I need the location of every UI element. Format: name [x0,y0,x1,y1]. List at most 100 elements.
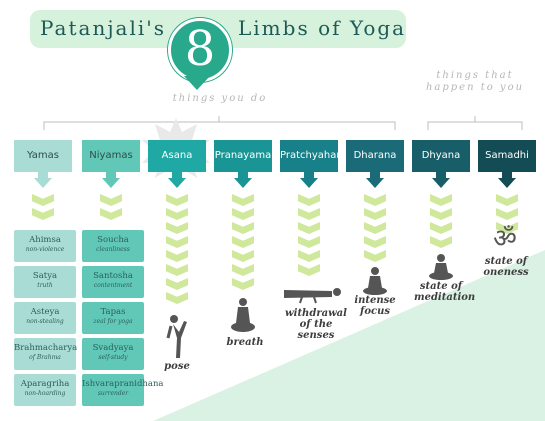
chevron-icon [100,194,122,206]
limb-header-yamas: Yamas [14,140,72,172]
yama-desc: of Brahma [29,354,61,361]
title-left: Patanjali's [40,16,167,40]
label-meditation: state of meditation [414,281,476,303]
limb-header-pranayama: Pranayama [214,140,272,172]
withdrawal-figure-icon [284,288,341,304]
chevron-icon [166,278,188,290]
chevron-icon [100,208,122,220]
yama-name: Aparagriha [20,379,70,389]
meditation-figure-icon [429,254,453,280]
chevron-icon [298,208,320,220]
chevron-icon [364,250,386,262]
limb-arrow-stem [370,172,380,178]
limb-arrow-head [300,178,318,188]
niyama-name: Svadyaya [92,343,134,353]
bracket-label-happen: things that happen to you [425,70,525,93]
limb-arrow-stem [106,172,116,178]
chevron-icon [430,236,452,248]
chevron-icon [430,222,452,234]
label-oneness: state of oneness [483,256,529,278]
chevron-icon [298,222,320,234]
chevron-icon [232,236,254,248]
niyama-desc: cleanliness [96,246,130,253]
label-pose: pose [164,361,190,372]
limb-arrow-head [366,178,384,188]
niyama-desc: zeal for yoga [93,318,133,325]
yama-desc: truth [37,282,53,289]
om-icon: ॐ [493,224,517,254]
chevron-icon [430,194,452,206]
chevron-icon [32,194,54,206]
limb-arrow-stem [502,172,512,178]
chevron-icon [364,236,386,248]
yama-name: Ahimsa [29,235,61,245]
limb-header-dharana: Dharana [346,140,404,172]
limb-header-niyamas: Niyamas [82,140,140,172]
limb-arrow-head [34,178,52,188]
yama-desc: non-violence [25,246,65,253]
yama-desc: non-hoarding [24,390,66,397]
limb-header-pratchyahara: Pratchyahara [280,140,347,172]
chevron-icon [298,194,320,206]
title-number-badge: 8 [168,18,232,82]
limb-arrow-head [234,178,252,188]
chevron-icon [166,236,188,248]
limb-arrow-head [432,178,450,188]
chevron-icon [298,250,320,262]
chevron-icon [232,278,254,290]
limb-arrow-stem [436,172,446,178]
chevron-icon [166,292,188,304]
bracket-label-do: things you do [172,93,268,104]
chevron-icon [298,264,320,276]
limb-arrow-stem [238,172,248,178]
label-focus: intense focus [354,295,396,317]
chevron-icon [166,208,188,220]
brackets [43,116,523,130]
chevron-icon [496,194,518,206]
chevron-icon [496,208,518,220]
badge-pointer [184,76,210,90]
limb-arrow-stem [172,172,182,178]
title-right: Limbs of Yoga [238,16,407,40]
chevron-icon [364,222,386,234]
niyama-desc: contentment [93,282,133,289]
chevron-icon [166,250,188,262]
chevron-icon [166,264,188,276]
chevron-icon [166,194,188,206]
chevron-icon [232,250,254,262]
chevron-icon [364,194,386,206]
chevron-icon [496,222,518,234]
yama-name: Satya [32,271,58,281]
chevron-icon [166,222,188,234]
chevron-icon [364,208,386,220]
niyama-name: Ishvarapranidhana [82,379,164,389]
chevron-icon [232,222,254,234]
yama-name: Asteya [30,307,60,317]
niyama-desc: self-study [98,354,128,361]
niyama-desc: surrender [97,390,129,397]
breath-figure-icon [231,298,255,332]
yama-name: Brahmacharya [14,343,78,353]
limb-header-asana: Asana [148,140,206,172]
chevron-icon [232,208,254,220]
limb-arrow-stem [304,172,314,178]
chevron-icon [430,208,452,220]
label-breath: breath [226,337,264,348]
pose-figure-icon [166,315,187,358]
niyama-name: Tapas [100,307,126,317]
limb-header-samadhi: Samadhi [478,140,536,172]
limb-arrow-head [168,178,186,188]
focus-figure-icon [363,267,387,295]
limb-arrow-head [102,178,120,188]
limb-arrow-head [498,178,516,188]
